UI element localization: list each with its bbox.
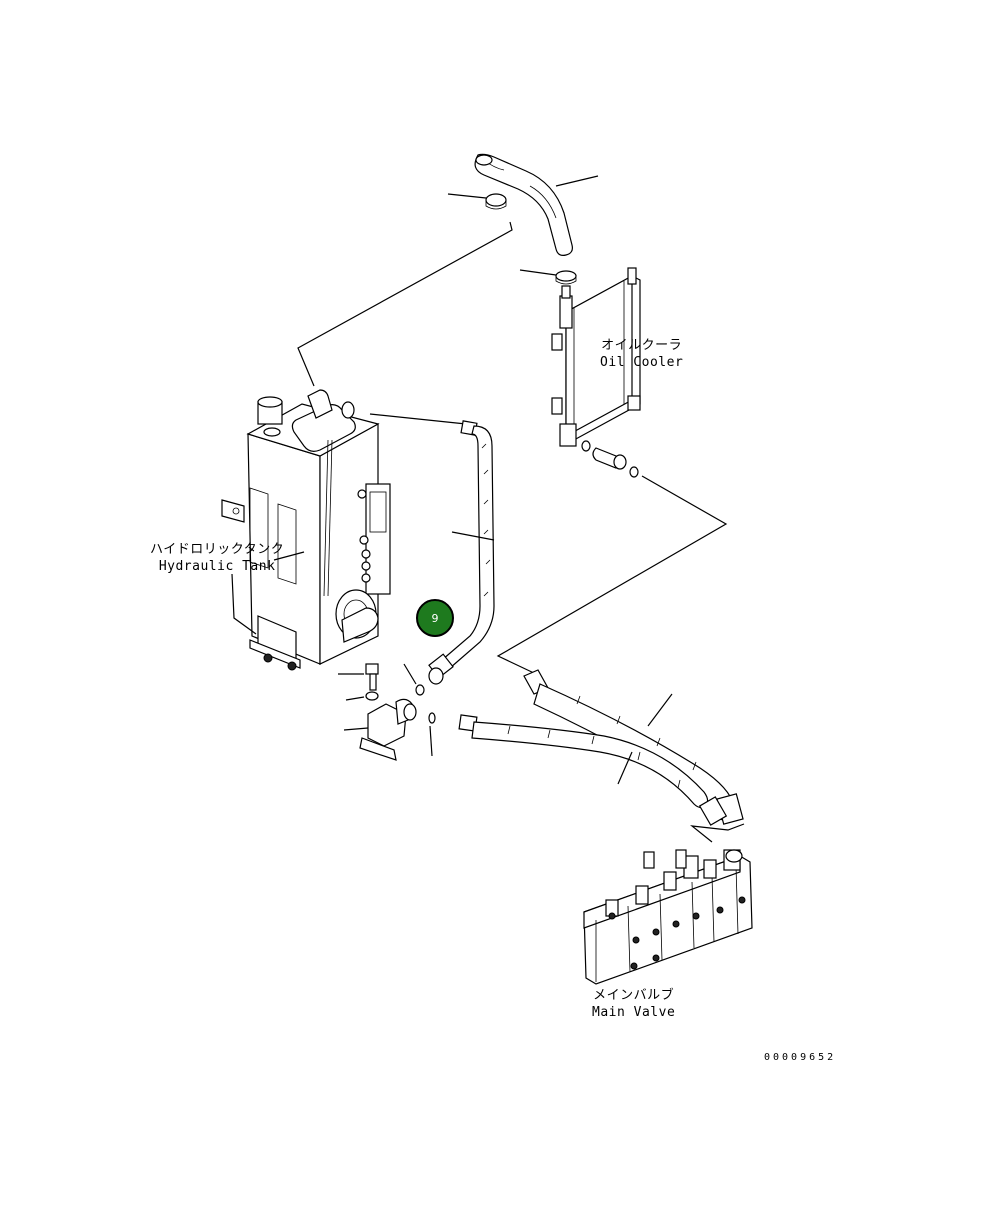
oil-cooler-label-en: Oil Cooler (600, 355, 684, 370)
leader-upper-hose (297, 221, 513, 387)
o-ring-2 (428, 712, 436, 757)
washer (345, 691, 379, 701)
oil-cooler-label: オイルクーラ Oil Cooler (600, 337, 683, 371)
hose-from-tank (458, 714, 728, 826)
hydraulic-tank-label-en: Hydraulic Tank (158, 559, 276, 574)
drawing-number: 00009652 (764, 1052, 837, 1063)
return-hose-9 (369, 413, 495, 685)
oil-cooler-label-jp: オイルクーラ (601, 338, 683, 353)
bolt (338, 663, 379, 691)
hydraulic-tank-label: ハイドロリックタンク Hydraulic Tank (150, 541, 284, 575)
main-valve-label: メインバルブ Main Valve (592, 987, 675, 1021)
callout-number: 9 (431, 611, 439, 625)
leader-cooler-hose (496, 475, 728, 675)
oil-cooler (551, 267, 641, 478)
hydraulic-tank-label-jp: ハイドロリックタンク (150, 542, 285, 557)
upper-hose (474, 153, 599, 256)
elbow-bracket (343, 698, 417, 761)
callout-part-9[interactable]: 9 (416, 599, 454, 637)
main-valve (583, 849, 753, 985)
leader-tank-1 (273, 551, 305, 561)
clamp-top-right (519, 269, 577, 285)
leader-valve (690, 823, 745, 843)
main-valve-label-jp: メインバルブ (593, 988, 675, 1003)
hydraulic-tank (221, 389, 391, 671)
main-valve-label-en: Main Valve (592, 1005, 676, 1020)
leader-tank-2 (231, 573, 257, 635)
o-ring-1 (403, 663, 425, 696)
clamp-top-left (447, 193, 507, 210)
